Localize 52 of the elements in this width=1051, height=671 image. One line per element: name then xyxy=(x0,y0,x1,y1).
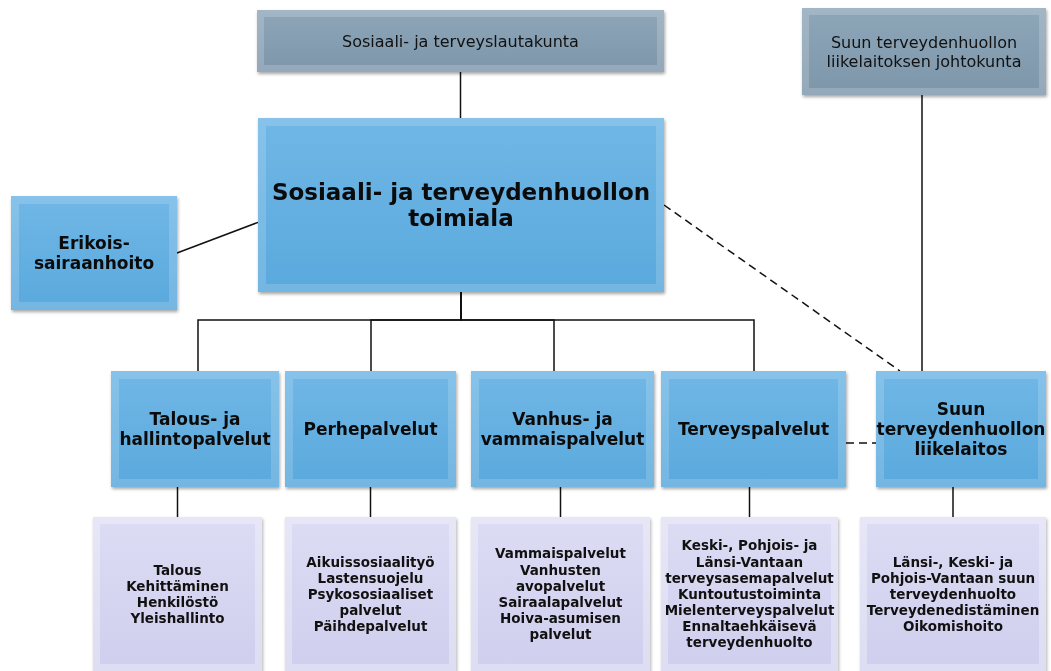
service-item: Länsi-, Keski- ja Pohjois-Vantaan suun terveydenhuolto xyxy=(869,553,1037,603)
service-item: Yleishallinto xyxy=(130,610,225,627)
connector-line xyxy=(459,71,462,119)
service-list-box xyxy=(285,517,456,671)
unit-name: Vanhus- ja vammaispalvelut xyxy=(480,409,645,449)
service-item: Henkilöstö xyxy=(136,594,219,611)
unit-box xyxy=(661,371,846,487)
unit-name: Sosiaali- ja terveyslautakunta xyxy=(342,31,579,51)
service-item: Aikuissosiaalityö xyxy=(306,553,435,570)
board-box xyxy=(802,8,1046,95)
service-item: Sairaalapalvelut xyxy=(498,594,623,611)
service-item: Ennaltaehkäisevä terveydenhuolto xyxy=(681,618,818,651)
unit-box xyxy=(471,371,654,487)
unit-name: Terveyspalvelut xyxy=(677,419,830,439)
connector-line xyxy=(952,486,954,518)
connector-line xyxy=(559,486,562,518)
unit-name: Perhepalvelut xyxy=(303,419,438,439)
service-item: Keski-, Pohjois- ja Länsi-Vantaan terveysasemapalvelut xyxy=(665,537,834,586)
unit-name: Suun terveydenhuollon liikelaitoksen johtokunta xyxy=(825,32,1023,71)
dashed-connector xyxy=(663,204,901,372)
connector-line xyxy=(176,221,259,254)
service-item: Lastensuojelu xyxy=(317,569,424,586)
connector-line xyxy=(369,486,372,518)
service-item: Kuntoutustoiminta xyxy=(677,585,822,603)
unit-box xyxy=(11,196,177,310)
unit-name: Suun terveydenhuollon liikelaitos xyxy=(876,399,1046,459)
service-item: Päihdepalvelut xyxy=(313,618,428,635)
service-item: Oikomishoito xyxy=(903,618,1003,635)
service-item: Vammaispalvelut xyxy=(495,545,626,562)
unit-name: Talous- ja hallintopalvelut xyxy=(119,409,271,449)
service-item: Terveydenedistäminen xyxy=(866,602,1040,619)
unit-box xyxy=(876,371,1046,487)
connector-line xyxy=(176,486,179,518)
service-item: Talous xyxy=(153,561,202,578)
service-item: Hoiva-asumisen palvelut xyxy=(499,610,622,643)
service-item: Kehittäminen xyxy=(126,577,229,594)
service-item: Psykososiaaliset palvelut xyxy=(306,585,435,619)
service-item: Mielenterveyspalvelut xyxy=(664,602,835,619)
unit-box xyxy=(111,371,279,487)
service-list-box xyxy=(860,517,1046,671)
service-list-box xyxy=(93,517,262,671)
service-list-box xyxy=(661,517,838,671)
connector-line xyxy=(921,94,923,372)
service-list-box xyxy=(471,517,650,671)
dashed-connector xyxy=(845,442,877,444)
unit-name: Sosiaali- ja terveydenhuollon toimiala xyxy=(270,179,652,231)
unit-box xyxy=(285,371,456,487)
unit-name: Erikois-sairaanhoito xyxy=(33,233,155,273)
main-unit-box xyxy=(258,118,664,292)
service-item: Vanhusten avopalvelut xyxy=(514,561,607,594)
board-box xyxy=(257,10,664,72)
connector-line xyxy=(748,486,751,518)
